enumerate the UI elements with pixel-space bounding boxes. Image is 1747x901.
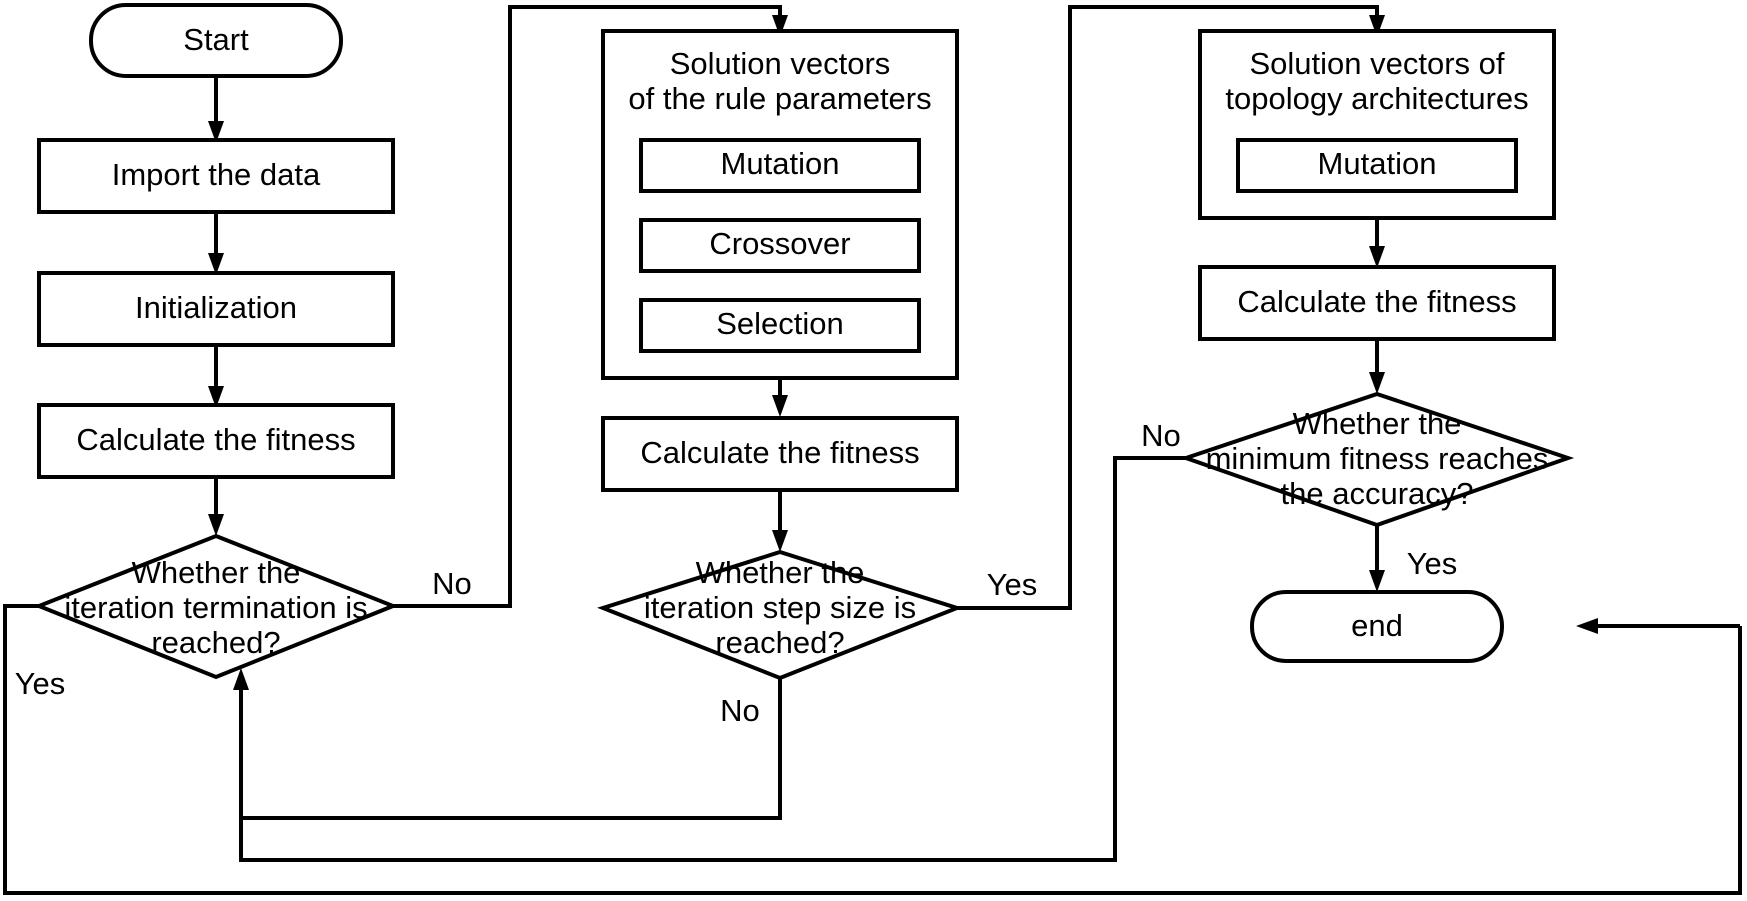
connector-import-to-initialization bbox=[208, 212, 224, 275]
node-calculate-fitness-left-label: Calculate the fitness bbox=[76, 422, 355, 457]
node-decision-mid-line1: Whether the bbox=[696, 555, 865, 590]
node-decision-mid-line2: iteration step size is bbox=[644, 590, 916, 625]
connector-left-no-to-rule-group bbox=[393, 5, 788, 608]
connector-topologygroup-to-calcfitness-right bbox=[1369, 218, 1385, 268]
node-decision-left-line3: reached? bbox=[151, 625, 280, 660]
node-mutation-right-label: Mutation bbox=[1318, 146, 1437, 181]
node-decision-right-line1: Whether the bbox=[1293, 406, 1462, 441]
connector-mid-yes-to-topology-group bbox=[957, 5, 1385, 610]
node-decision-iteration-step-size[interactable]: Whether the iteration step size is reach… bbox=[597, 549, 963, 681]
edge-label-left-yes: Yes bbox=[15, 666, 66, 701]
node-initialization-label: Initialization bbox=[135, 290, 297, 325]
edge-label-right-no: No bbox=[1141, 418, 1181, 453]
connector-left-yes-to-bottom-rail bbox=[3, 604, 1742, 895]
connector-calcfitness-to-decision-right bbox=[1369, 338, 1385, 394]
node-decision-mid-line3: reached? bbox=[715, 625, 844, 660]
node-import-the-data-label: Import the data bbox=[112, 157, 321, 192]
node-calculate-fitness-mid-label: Calculate the fitness bbox=[640, 435, 919, 470]
node-group-rule-parameters-line2: of the rule parameters bbox=[628, 81, 931, 116]
node-decision-minimum-fitness-accuracy[interactable]: Whether the minimum fitness reaches the … bbox=[1179, 391, 1575, 528]
connector-initialization-to-calcfitness bbox=[208, 345, 224, 408]
node-calculate-fitness-mid[interactable]: Calculate the fitness bbox=[601, 416, 959, 492]
node-start-label: Start bbox=[183, 22, 249, 57]
node-mutation-right[interactable]: Mutation bbox=[1236, 138, 1518, 193]
node-decision-left-line1: Whether the bbox=[132, 555, 301, 590]
node-decision-iteration-termination[interactable]: Whether the iteration termination is rea… bbox=[33, 533, 399, 680]
node-selection-mid-label: Selection bbox=[716, 306, 844, 341]
edge-label-right-yes: Yes bbox=[1407, 546, 1458, 581]
edge-label-left-no: No bbox=[432, 566, 472, 601]
node-end-label: end bbox=[1351, 608, 1403, 643]
connector-rulegroup-to-calcfitness-mid bbox=[772, 378, 788, 417]
node-initialization[interactable]: Initialization bbox=[37, 271, 395, 347]
edge-label-mid-yes: Yes bbox=[987, 567, 1038, 602]
node-end[interactable]: end bbox=[1250, 590, 1504, 663]
node-crossover-mid-label: Crossover bbox=[709, 226, 850, 261]
node-group-rule-parameters-line1: Solution vectors bbox=[670, 46, 891, 81]
connector-start-to-import bbox=[208, 76, 224, 143]
node-group-topology-line2: topology architectures bbox=[1225, 81, 1528, 116]
connector-mid-no-to-left-decision bbox=[233, 668, 782, 820]
node-start[interactable]: Start bbox=[89, 3, 343, 78]
node-mutation-mid[interactable]: Mutation bbox=[639, 138, 921, 193]
edge-label-mid-no: No bbox=[720, 693, 760, 728]
node-group-topology-line1: Solution vectors of bbox=[1249, 46, 1504, 81]
connector-calcfitness-to-decision-mid bbox=[772, 490, 788, 552]
node-decision-right-line2: minimum fitness reaches bbox=[1206, 441, 1549, 476]
node-calculate-fitness-left[interactable]: Calculate the fitness bbox=[37, 403, 395, 479]
node-selection-mid[interactable]: Selection bbox=[639, 298, 921, 353]
connector-right-yes-to-end bbox=[1369, 525, 1385, 592]
node-calculate-fitness-right[interactable]: Calculate the fitness bbox=[1198, 265, 1556, 341]
node-crossover-mid[interactable]: Crossover bbox=[639, 218, 921, 273]
connector-right-no-to-left-decision bbox=[239, 456, 1186, 862]
connector-calcfitness-to-decision-left bbox=[208, 477, 224, 536]
node-mutation-mid-label: Mutation bbox=[721, 146, 840, 181]
node-calculate-fitness-right-label: Calculate the fitness bbox=[1237, 284, 1516, 319]
node-import-the-data[interactable]: Import the data bbox=[37, 138, 395, 214]
node-decision-right-line3: the accuracy? bbox=[1281, 476, 1474, 511]
node-decision-left-line2: iteration termination is bbox=[64, 590, 367, 625]
